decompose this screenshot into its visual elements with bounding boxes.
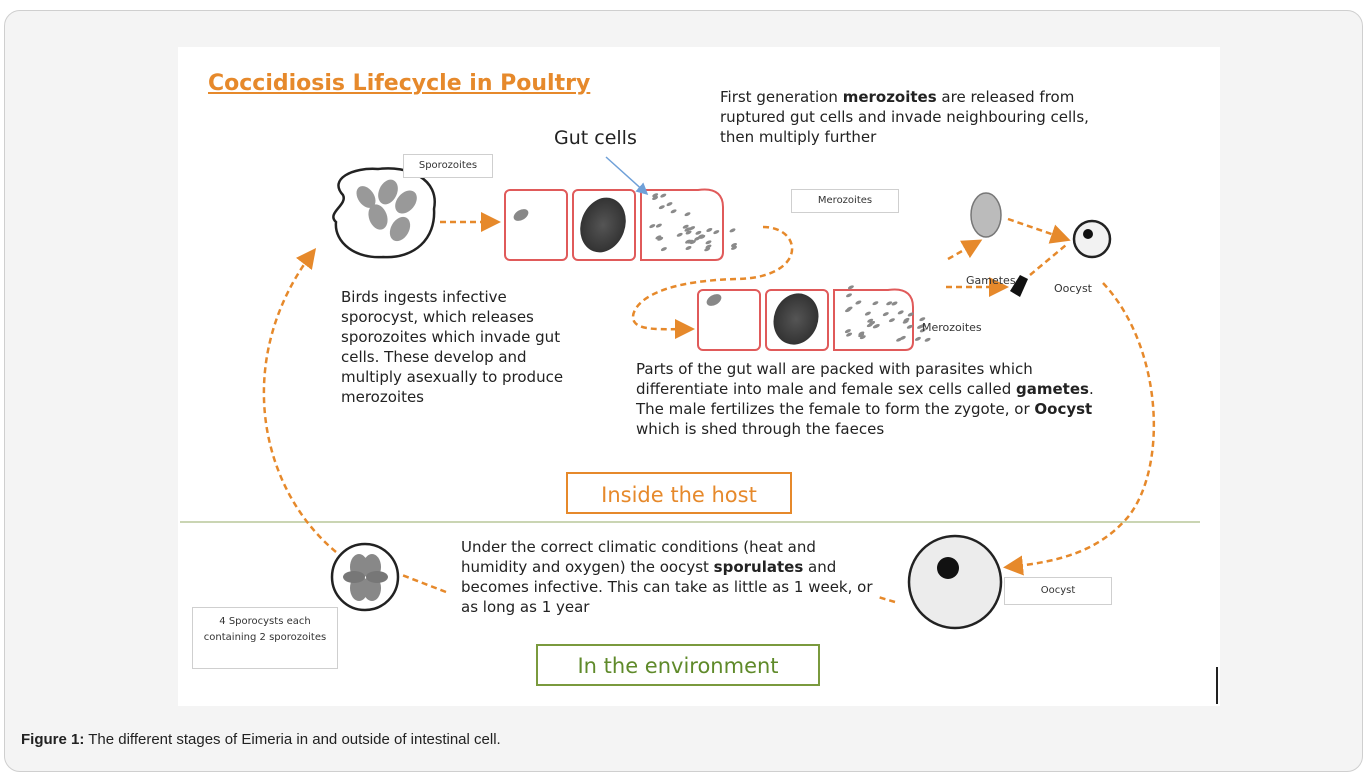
gut-wall-note: Parts of the gut wall are packed with pa…: [636, 359, 1116, 439]
lifecycle-diagram: Coccidiosis Lifecycle in Poultry Gut cel…: [178, 47, 1220, 706]
figure-caption: Figure 1: The different stages of Eimeri…: [21, 731, 501, 748]
merozoite-dot: [729, 228, 736, 234]
ingested-sporocyst: [333, 168, 434, 257]
gametes-label: Gametes: [966, 274, 1016, 287]
sporulated-oocyst: [332, 544, 398, 610]
gut-cells-label: Gut cells: [554, 127, 637, 149]
lower-gut-cells: [698, 287, 913, 351]
oocyst-label-environment: Oocyst: [1004, 577, 1112, 605]
diagram-title: Coccidiosis Lifecycle in Poultry: [208, 71, 590, 96]
oocyst-environment: [909, 536, 1001, 628]
oocyst-inside: [1074, 221, 1110, 257]
figure-panel: Coccidiosis Lifecycle in Poultry Gut cel…: [4, 10, 1363, 772]
sporozoites-label: Sporozoites: [403, 154, 493, 178]
upper-gut-cells: [505, 189, 723, 260]
ingestion-note: Birds ingests infective sporocyst, which…: [341, 287, 581, 407]
environment-note: Under the correct climatic conditions (h…: [461, 537, 881, 617]
in-environment-label: In the environment: [536, 644, 820, 686]
merozoite-dot: [914, 336, 921, 342]
merozoite-dot: [924, 337, 931, 343]
sporocysts-label: 4 Sporocysts each containing 2 sporozoit…: [192, 607, 338, 669]
female-gamete: [971, 193, 1001, 237]
merozoites-label-lower: Merozoites: [922, 321, 982, 334]
oocyst-label-inside: Oocyst: [1054, 282, 1092, 295]
inside-host-label: Inside the host: [566, 472, 792, 514]
merozoites-label-top: Merozoites: [791, 189, 899, 213]
merozoite-release-note: First generation merozoites are released…: [720, 87, 1120, 147]
